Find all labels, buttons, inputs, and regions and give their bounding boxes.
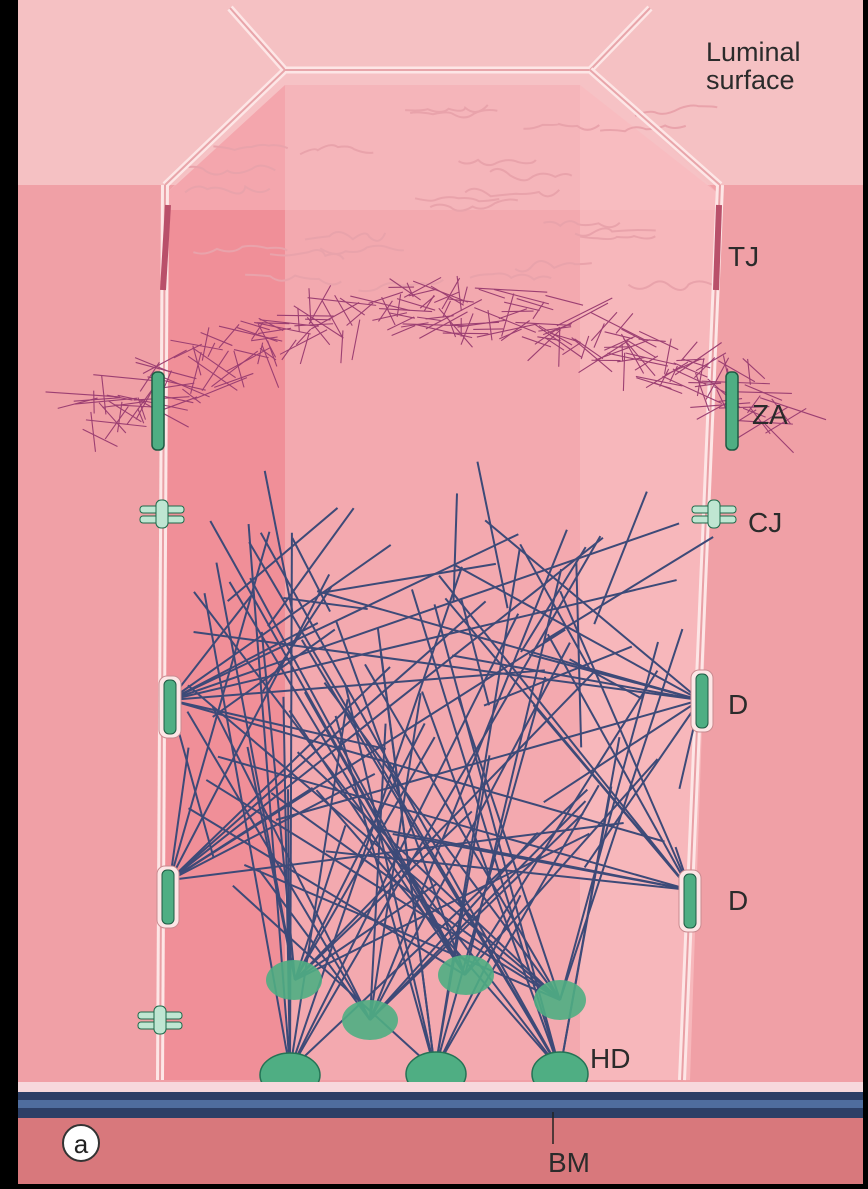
plaque-cluster	[342, 1000, 398, 1040]
desmosome-plaque	[684, 874, 696, 928]
lamina-densa-highlight	[18, 1100, 863, 1108]
tj-label: TJ	[728, 242, 759, 271]
lamina-lucida	[18, 1082, 863, 1092]
hd-label: HD	[590, 1044, 630, 1073]
connective-tissue	[18, 1118, 863, 1184]
desmosome-plaque	[164, 680, 176, 734]
actin-filament	[604, 347, 629, 348]
gap-junction-core	[708, 500, 720, 528]
desmosome-plaque	[162, 870, 174, 924]
actin-filament	[277, 315, 334, 316]
cell-left-face	[160, 85, 285, 1080]
actin-filament	[622, 344, 623, 362]
panel-letter: a	[62, 1124, 100, 1162]
d-label-upper: D	[728, 690, 748, 719]
d-label-lower: D	[728, 886, 748, 915]
zonula-adherens-plaque	[152, 372, 164, 450]
gap-junction-core	[154, 1006, 166, 1034]
desmosome	[679, 870, 701, 932]
desmosome	[159, 676, 181, 738]
luminal-surface-label: Luminal surface	[706, 38, 801, 95]
plaque-cluster	[534, 980, 586, 1020]
plaque-cluster	[266, 960, 322, 1000]
za-label: ZA	[752, 400, 788, 429]
cj-label: CJ	[748, 508, 782, 537]
bm-label: BM	[548, 1148, 590, 1177]
gap-junction-core	[156, 500, 168, 528]
plaque-cluster	[438, 955, 494, 995]
actin-filament	[688, 383, 721, 384]
desmosome	[691, 670, 713, 732]
desmosome	[157, 866, 179, 928]
tight-junction-right	[716, 205, 719, 290]
desmosome-plaque	[696, 674, 708, 728]
zonula-adherens-plaque	[726, 372, 738, 450]
